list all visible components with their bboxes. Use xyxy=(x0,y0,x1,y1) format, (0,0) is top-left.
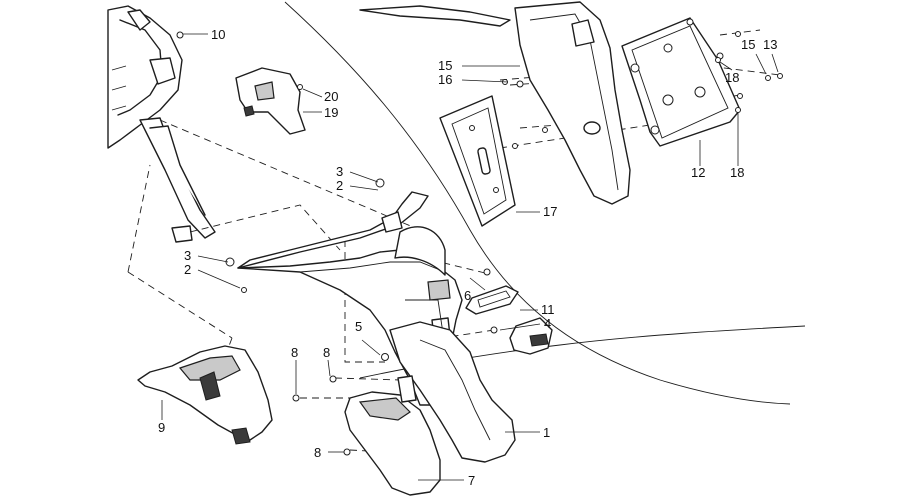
callout-3-upper: 3 xyxy=(336,164,343,179)
callout-18-lower: 18 xyxy=(730,165,744,180)
inner-liner-9 xyxy=(137,345,273,445)
callout-5: 5 xyxy=(355,319,362,334)
callout-10: 10 xyxy=(211,27,225,42)
callout-20: 20 xyxy=(324,89,338,104)
rear-fender-upper xyxy=(359,1,631,205)
callout-18-upper: 18 xyxy=(725,70,739,85)
mudflap-7 xyxy=(344,375,441,496)
callout-labels: 10 20 19 3 2 3 2 15 16 15 13 18 12 18 17… xyxy=(158,27,777,488)
callout-19: 19 xyxy=(324,105,338,120)
callout-6: 6 xyxy=(464,288,471,303)
callout-4: 4 xyxy=(544,316,551,331)
callout-8-bottom: 8 xyxy=(314,445,321,460)
callout-3-lower: 3 xyxy=(184,248,191,263)
frame xyxy=(107,5,216,243)
rear-fender-1 xyxy=(389,321,516,463)
callout-13: 13 xyxy=(763,37,777,52)
callout-15: 15 xyxy=(438,58,452,73)
callout-8-mid: 8 xyxy=(323,345,330,360)
callout-1: 1 xyxy=(543,425,550,440)
reflector-panel-17 xyxy=(439,95,516,227)
callout-14: 15 xyxy=(741,37,755,52)
callout-9: 9 xyxy=(158,420,165,435)
fasteners xyxy=(176,31,783,456)
callout-12: 12 xyxy=(691,165,705,180)
leader-lines xyxy=(161,33,779,481)
bracket-19 xyxy=(235,67,306,135)
callout-7: 7 xyxy=(468,473,475,488)
callout-8-left: 8 xyxy=(291,345,298,360)
callout-2-lower: 2 xyxy=(184,262,191,277)
callout-11: 11 xyxy=(541,302,555,317)
reflector-11 xyxy=(465,285,519,315)
license-plate-holder-12 xyxy=(621,17,741,147)
callout-16: 16 xyxy=(438,72,452,87)
callout-2-upper: 2 xyxy=(336,178,343,193)
callout-17: 17 xyxy=(543,204,557,219)
